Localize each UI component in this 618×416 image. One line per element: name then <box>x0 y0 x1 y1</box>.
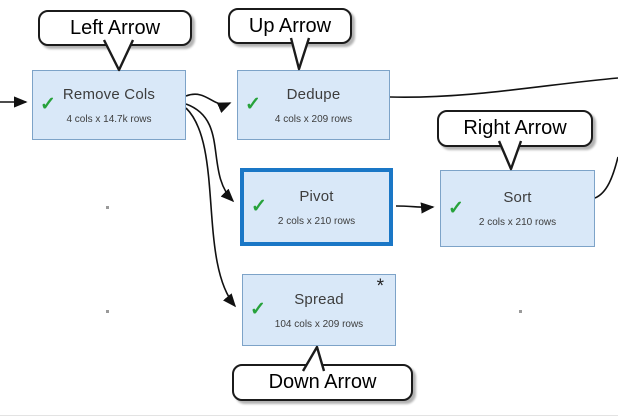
node-subtitle: 4 cols x 209 rows <box>274 113 353 125</box>
node-subtitle: 104 cols x 209 rows <box>274 318 364 330</box>
connector-remove-cols-to-pivot <box>185 103 235 203</box>
connector-pivot-to-sort <box>395 202 435 214</box>
node-spread[interactable]: ✓ * Spread 104 cols x 209 rows <box>242 274 396 346</box>
callout-label: Up Arrow <box>248 14 332 37</box>
node-title: Remove Cols <box>62 85 156 103</box>
node-title: Pivot <box>299 187 334 205</box>
check-icon: ✓ <box>245 94 261 116</box>
node-subtitle: 2 cols x 210 rows <box>277 215 356 227</box>
node-title: Dedupe <box>286 85 341 103</box>
callout-left-arrow: Left Arrow <box>38 10 192 46</box>
grid-dot <box>519 310 522 313</box>
callout-label: Down Arrow <box>268 371 377 393</box>
check-icon: ✓ <box>448 197 464 219</box>
connector-remove-cols-to-spread <box>185 107 237 308</box>
node-pivot-selected[interactable]: ✓ Pivot 2 cols x 210 rows <box>240 168 393 246</box>
check-icon: ✓ <box>40 94 56 116</box>
grid-dot <box>106 310 109 313</box>
node-subtitle: 4 cols x 14.7k rows <box>66 113 152 125</box>
node-subtitle: 2 cols x 210 rows <box>478 217 557 228</box>
callout-up-arrow: Up Arrow <box>228 8 352 44</box>
callout-right-arrow: Right Arrow <box>437 110 593 147</box>
node-title: Spread <box>294 290 344 308</box>
connector-dedupe-to-right-edge <box>389 77 618 98</box>
callout-label: Left Arrow <box>69 16 161 39</box>
node-sort[interactable]: ✓ Sort 2 cols x 210 rows <box>440 170 595 247</box>
callout-down-arrow: Down Arrow <box>232 364 413 401</box>
grid-dot <box>106 206 109 209</box>
modified-asterisk: * <box>376 276 384 297</box>
node-remove-cols[interactable]: ✓ Remove Cols 4 cols x 14.7k rows <box>32 70 186 140</box>
check-icon: ✓ <box>250 299 266 321</box>
callout-label: Right Arrow <box>463 117 567 139</box>
node-dedupe[interactable]: ✓ Dedupe 4 cols x 209 rows <box>237 70 390 140</box>
node-title: Sort <box>503 189 532 206</box>
connector-remove-cols-to-dedupe <box>185 93 232 113</box>
check-icon: ✓ <box>251 196 267 218</box>
connector-sort-to-right-edge <box>594 156 618 199</box>
